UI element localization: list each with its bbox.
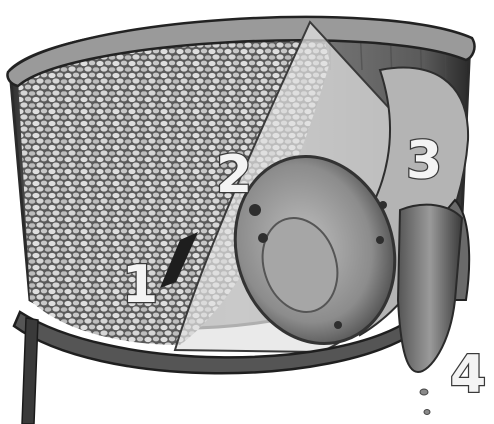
callout-3: 3 <box>406 131 442 191</box>
callout-1: 1 <box>122 255 158 315</box>
callout-2: 2 <box>216 145 252 205</box>
falling-beans <box>420 389 430 415</box>
callout-4: 4 <box>450 345 486 405</box>
